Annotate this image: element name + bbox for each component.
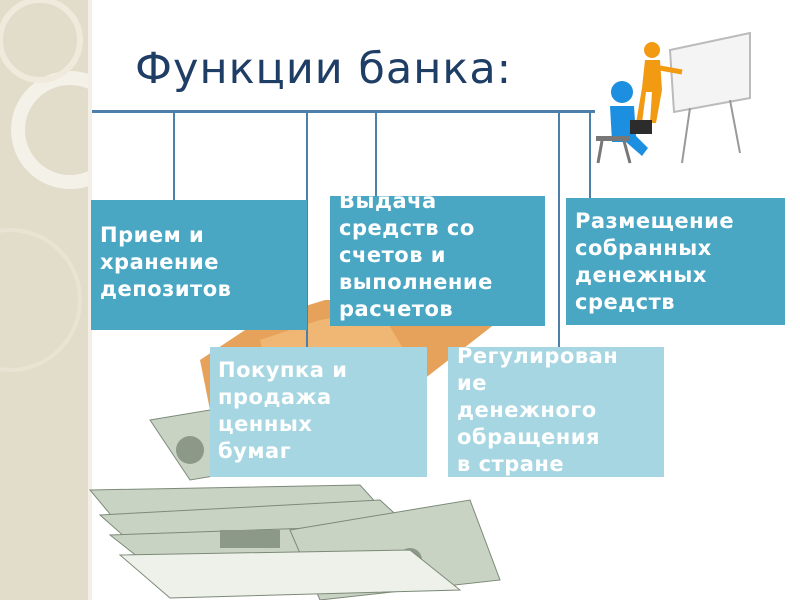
function-label: Выдача средств со счетов и выполнение ра…: [339, 196, 493, 321]
presenter-figure-icon: [596, 31, 751, 164]
connector-horizontal: [92, 110, 595, 113]
function-box-payments: Выдача средств со счетов и выполнение ра…: [330, 196, 545, 326]
slide-title: Функции банка:: [135, 44, 513, 94]
connector-regulation: [558, 112, 560, 348]
connector-placement: [589, 112, 591, 198]
function-label: Покупка и продажа ценных бумаг: [218, 358, 348, 463]
function-label: Регулирован ие денежного обращения в стр…: [457, 347, 619, 476]
function-label: Прием и хранение депозитов: [100, 223, 232, 301]
function-box-deposits: Прием и хранение депозитов: [91, 200, 307, 330]
decorative-circles-icon: [0, 0, 88, 372]
connector-securities: [306, 112, 308, 348]
function-box-securities: Покупка и продажа ценных бумаг: [210, 347, 427, 477]
side-band-edge: [88, 0, 92, 600]
connector-deposits: [173, 112, 175, 200]
function-box-regulation: Регулирован ие денежного обращения в стр…: [448, 347, 664, 477]
function-label: Размещение собранных денежных средств: [575, 209, 735, 314]
decorative-side-band: [0, 0, 88, 600]
function-box-placement: Размещение собранных денежных средств: [566, 198, 785, 325]
connector-payments: [375, 112, 377, 196]
